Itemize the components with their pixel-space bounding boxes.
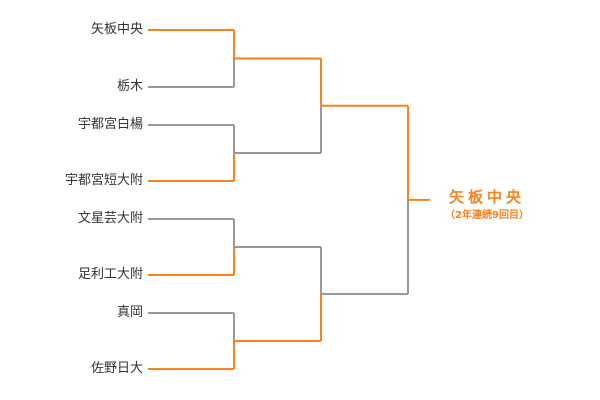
- team-name: 足利工大附: [77, 267, 143, 282]
- team-name: 栃木: [116, 79, 143, 94]
- champion-note: （2年連続9回目）: [445, 210, 529, 221]
- team-name: 宇都宮短大附: [64, 173, 143, 188]
- team-name: 真岡: [116, 305, 143, 320]
- team-name: 佐野日大: [90, 361, 143, 376]
- team-name: 文星芸大附: [77, 211, 143, 226]
- team-name: 矢板中央: [90, 22, 143, 37]
- champion-name: 矢板中央: [448, 188, 525, 206]
- team-name: 宇都宮白楊: [77, 117, 143, 132]
